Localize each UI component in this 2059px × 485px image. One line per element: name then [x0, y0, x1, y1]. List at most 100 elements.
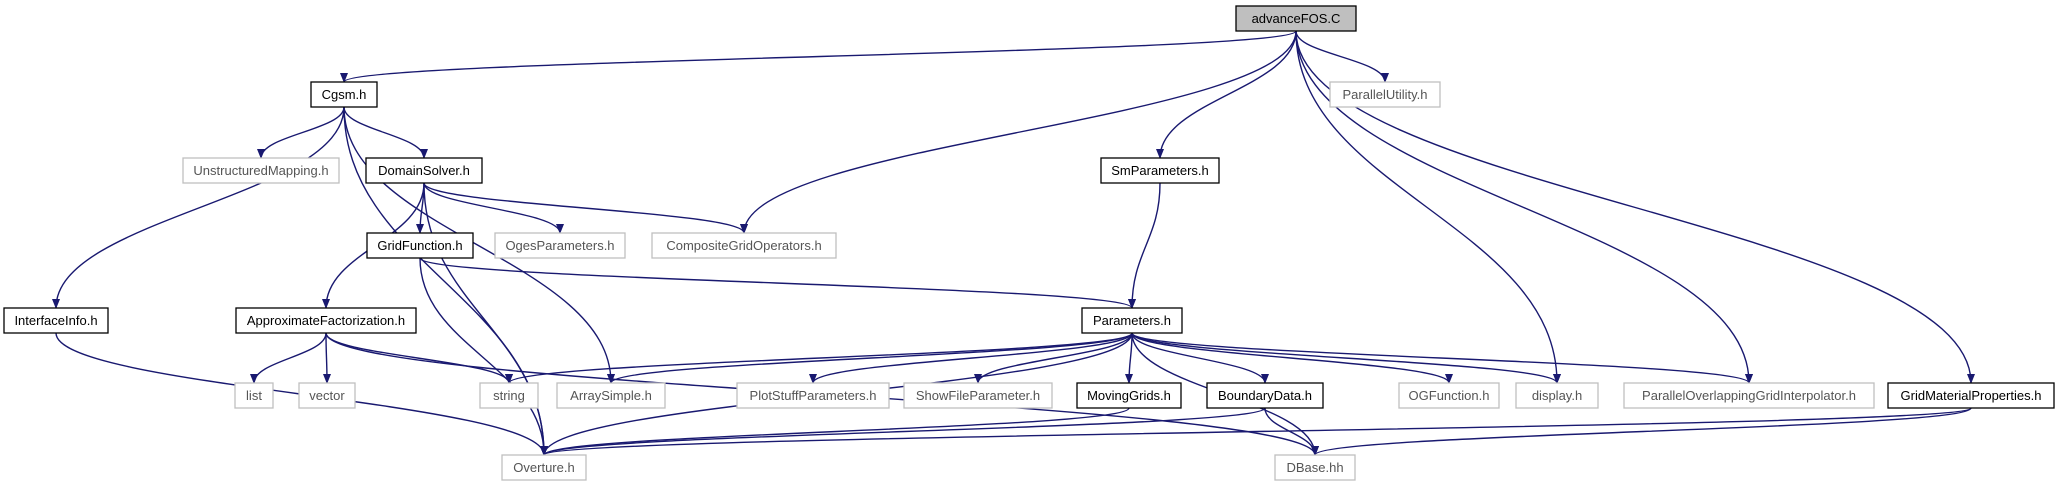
node-box — [501, 454, 587, 481]
node-label: ParallelOverlappingGridInterpolator.h — [1642, 388, 1856, 403]
node-box — [1081, 307, 1183, 334]
node-vector: vector — [298, 382, 356, 409]
node-label: ArraySimple.h — [570, 388, 652, 403]
edge-parameters-to-ogfunction — [1131, 332, 1453, 384]
node-box — [1100, 157, 1220, 184]
node-boundary-data[interactable]: BoundaryData.h — [1206, 382, 1324, 409]
node-parallel-utility: ParallelUtility.h — [1329, 81, 1441, 108]
node-string: string — [479, 382, 539, 409]
edge-grid-function-to-parameters — [419, 257, 1136, 309]
edge-cgsm-to-domain-solver — [343, 106, 428, 159]
edge-parameters-to-plot-stuff-parameters — [809, 332, 1133, 384]
node-interface-info[interactable]: InterfaceInfo.h — [3, 307, 109, 334]
node-label: GridFunction.h — [377, 238, 462, 253]
node-cgsm[interactable]: Cgsm.h — [310, 81, 378, 108]
node-label: CompositeGridOperators.h — [666, 238, 821, 253]
edge-advance-fos-to-composite-grid-operators — [740, 30, 1297, 234]
node-label: InterfaceInfo.h — [14, 313, 97, 328]
node-box — [235, 307, 417, 334]
node-box — [1398, 382, 1500, 409]
node-label: MovingGrids.h — [1087, 388, 1171, 403]
edge-cgsm-to-array-simple — [343, 106, 615, 384]
node-label: list — [246, 388, 262, 403]
node-label: DBase.hh — [1286, 460, 1343, 475]
node-label: GridMaterialProperties.h — [1901, 388, 2042, 403]
node-box — [1515, 382, 1599, 409]
node-label: BoundaryData.h — [1218, 388, 1312, 403]
node-box — [3, 307, 109, 334]
edge-boundary-data-to-overture — [540, 407, 1266, 456]
node-approximate-factorization[interactable]: ApproximateFactorization.h — [235, 307, 417, 334]
edge-grid-material-properties-to-dbase — [1311, 407, 1972, 456]
node-show-file-parameter: ShowFileParameter.h — [903, 382, 1053, 409]
node-grid-material-properties[interactable]: GridMaterialProperties.h — [1887, 382, 2055, 409]
node-box — [1329, 81, 1441, 108]
node-box — [1887, 382, 2055, 409]
edge-parameters-to-display — [1131, 332, 1561, 384]
node-sm-parameters[interactable]: SmParameters.h — [1100, 157, 1220, 184]
edge-grid-material-properties-to-overture — [540, 407, 1972, 456]
node-array-simple: ArraySimple.h — [556, 382, 666, 409]
edge-advance-fos-to-parallel-overlapping-grid-interpolator — [1295, 30, 1753, 384]
node-box — [556, 382, 666, 409]
node-label: PlotStuffParameters.h — [750, 388, 877, 403]
node-label: SmParameters.h — [1111, 163, 1209, 178]
node-label: UnstructuredMapping.h — [193, 163, 328, 178]
edge-moving-grids-to-overture — [540, 407, 1130, 456]
node-overture: Overture.h — [501, 454, 587, 481]
node-label: Overture.h — [513, 460, 574, 475]
edge-advance-fos-to-cgsm — [340, 30, 1297, 83]
node-ogfunction: OGFunction.h — [1398, 382, 1500, 409]
node-label: ApproximateFactorization.h — [247, 313, 405, 328]
node-label: OgesParameters.h — [505, 238, 614, 253]
node-label: display.h — [1532, 388, 1582, 403]
edge-domain-solver-to-grid-function — [416, 182, 425, 234]
node-box — [903, 382, 1053, 409]
node-box — [1235, 5, 1357, 32]
edge-approximate-factorization-to-list — [250, 332, 327, 384]
node-grid-function[interactable]: GridFunction.h — [366, 232, 474, 259]
edge-advance-fos-to-display — [1295, 30, 1561, 384]
node-box — [1274, 454, 1356, 481]
edge-parameters-to-parallel-overlapping-grid-interpolator — [1131, 332, 1753, 384]
edge-domain-solver-to-composite-grid-operators — [423, 182, 748, 234]
node-label: Parameters.h — [1093, 313, 1171, 328]
node-label: Cgsm.h — [322, 87, 367, 102]
node-domain-solver[interactable]: DomainSolver.h — [365, 157, 483, 184]
edge-cgsm-to-unstructured-mapping — [257, 106, 345, 159]
node-label: string — [493, 388, 525, 403]
node-unstructured-mapping: UnstructuredMapping.h — [182, 157, 340, 184]
edge-domain-solver-to-oges-parameters — [423, 182, 564, 234]
node-label: vector — [309, 388, 345, 403]
node-box — [365, 157, 483, 184]
node-box — [234, 382, 274, 409]
edge-approximate-factorization-to-string — [325, 332, 513, 384]
node-label: DomainSolver.h — [378, 163, 470, 178]
edge-parameters-to-show-file-parameter — [974, 332, 1133, 384]
node-box — [1623, 382, 1875, 409]
edge-advance-fos-to-parallel-utility — [1295, 30, 1389, 83]
node-box — [182, 157, 340, 184]
edge-parameters-to-array-simple — [607, 332, 1133, 384]
node-parameters[interactable]: Parameters.h — [1081, 307, 1183, 334]
node-box — [479, 382, 539, 409]
node-box — [298, 382, 356, 409]
node-box — [310, 81, 378, 108]
node-composite-grid-operators: CompositeGridOperators.h — [651, 232, 837, 259]
edge-parameters-to-moving-grids — [1125, 332, 1134, 384]
node-oges-parameters: OgesParameters.h — [494, 232, 626, 259]
node-advance-fos[interactable]: advanceFOS.C — [1235, 5, 1357, 32]
node-list: list — [234, 382, 274, 409]
edge-sm-parameters-to-parameters — [1128, 182, 1161, 309]
node-parallel-overlapping-grid-interpolator: ParallelOverlappingGridInterpolator.h — [1623, 382, 1875, 409]
node-dbase: DBase.hh — [1274, 454, 1356, 481]
nodes-layer: advanceFOS.C Cgsm.h ParallelUtility.hUnstr… — [3, 5, 2055, 481]
node-moving-grids[interactable]: MovingGrids.h — [1076, 382, 1182, 409]
node-label: OGFunction.h — [1409, 388, 1490, 403]
node-label: ShowFileParameter.h — [916, 388, 1040, 403]
node-box — [366, 232, 474, 259]
edge-cgsm-to-interface-info — [52, 106, 345, 309]
node-box — [494, 232, 626, 259]
node-label: ParallelUtility.h — [1342, 87, 1427, 102]
edge-parameters-to-string — [505, 332, 1133, 384]
